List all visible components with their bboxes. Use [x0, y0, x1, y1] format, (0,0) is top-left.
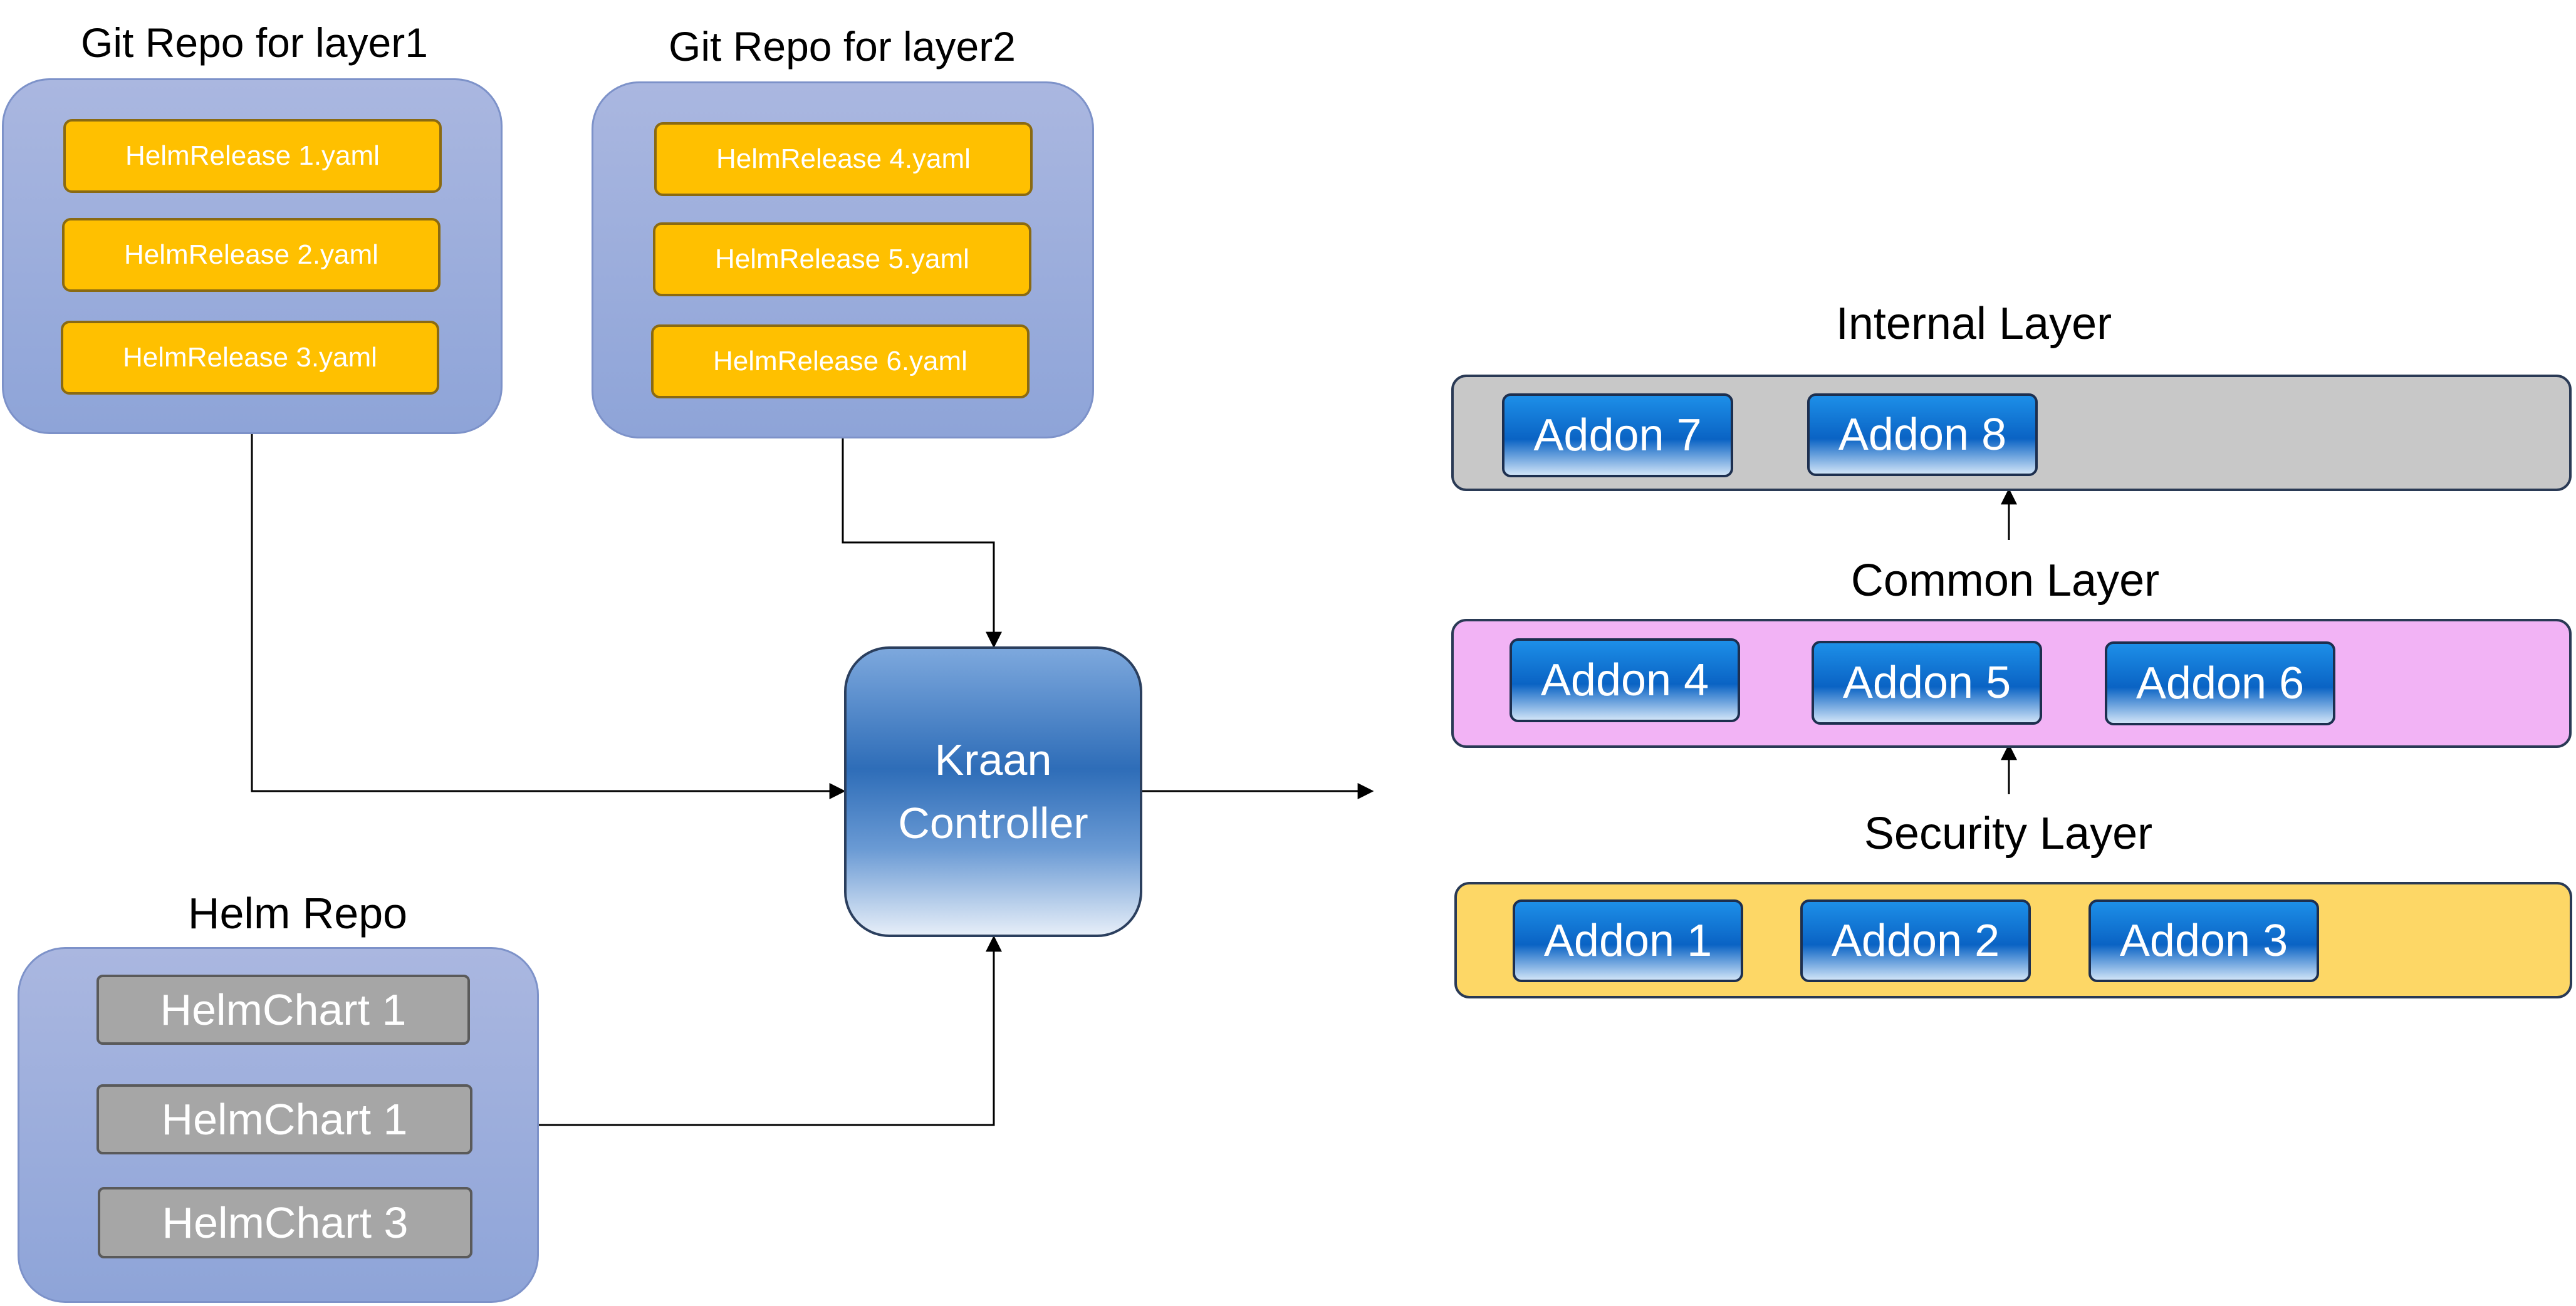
- addon-8: Addon 8: [1807, 393, 2038, 476]
- helmrelease-6-file: HelmRelease 6.yaml: [651, 324, 1030, 398]
- helmchart-3-item: HelmChart 3: [98, 1187, 472, 1258]
- repo2-to-controller-line: [842, 438, 1002, 648]
- addon-2: Addon 2: [1800, 899, 2031, 982]
- internal-layer-title: Internal Layer: [1835, 299, 2112, 349]
- repo1-to-controller-line: [251, 434, 846, 799]
- helmrepo-to-controller-line: [537, 935, 1002, 1126]
- helm-repo-title: Helm Repo: [187, 889, 408, 938]
- common-layer-title: Common Layer: [1850, 556, 2160, 606]
- helmchart-1b-item: HelmChart 1: [96, 1084, 472, 1154]
- helmrelease-4-file: HelmRelease 4.yaml: [654, 122, 1033, 196]
- repo1-title: Git Repo for layer1: [81, 19, 428, 66]
- controller-line2: Controller: [898, 799, 1088, 847]
- helmrelease-3-file: HelmRelease 3.yaml: [61, 321, 439, 395]
- helmrelease-2-file: HelmRelease 2.yaml: [62, 218, 441, 292]
- addon-6: Addon 6: [2105, 641, 2335, 725]
- addon-4: Addon 4: [1510, 638, 1740, 722]
- helmchart-1-item: HelmChart 1: [96, 975, 470, 1045]
- repo2-title: Git Repo for layer2: [669, 23, 1016, 70]
- kraan-controller: Kraan Controller: [844, 646, 1142, 937]
- helmrelease-1-file: HelmRelease 1.yaml: [63, 119, 442, 193]
- controller-line1: Kraan: [934, 735, 1052, 784]
- helmrelease-5-file: HelmRelease 5.yaml: [653, 222, 1031, 296]
- addon-5: Addon 5: [1812, 641, 2042, 725]
- security-layer-title: Security Layer: [1864, 809, 2153, 859]
- addon-3: Addon 3: [2088, 899, 2319, 982]
- addon-1: Addon 1: [1513, 899, 1743, 982]
- addon-7: Addon 7: [1502, 393, 1733, 477]
